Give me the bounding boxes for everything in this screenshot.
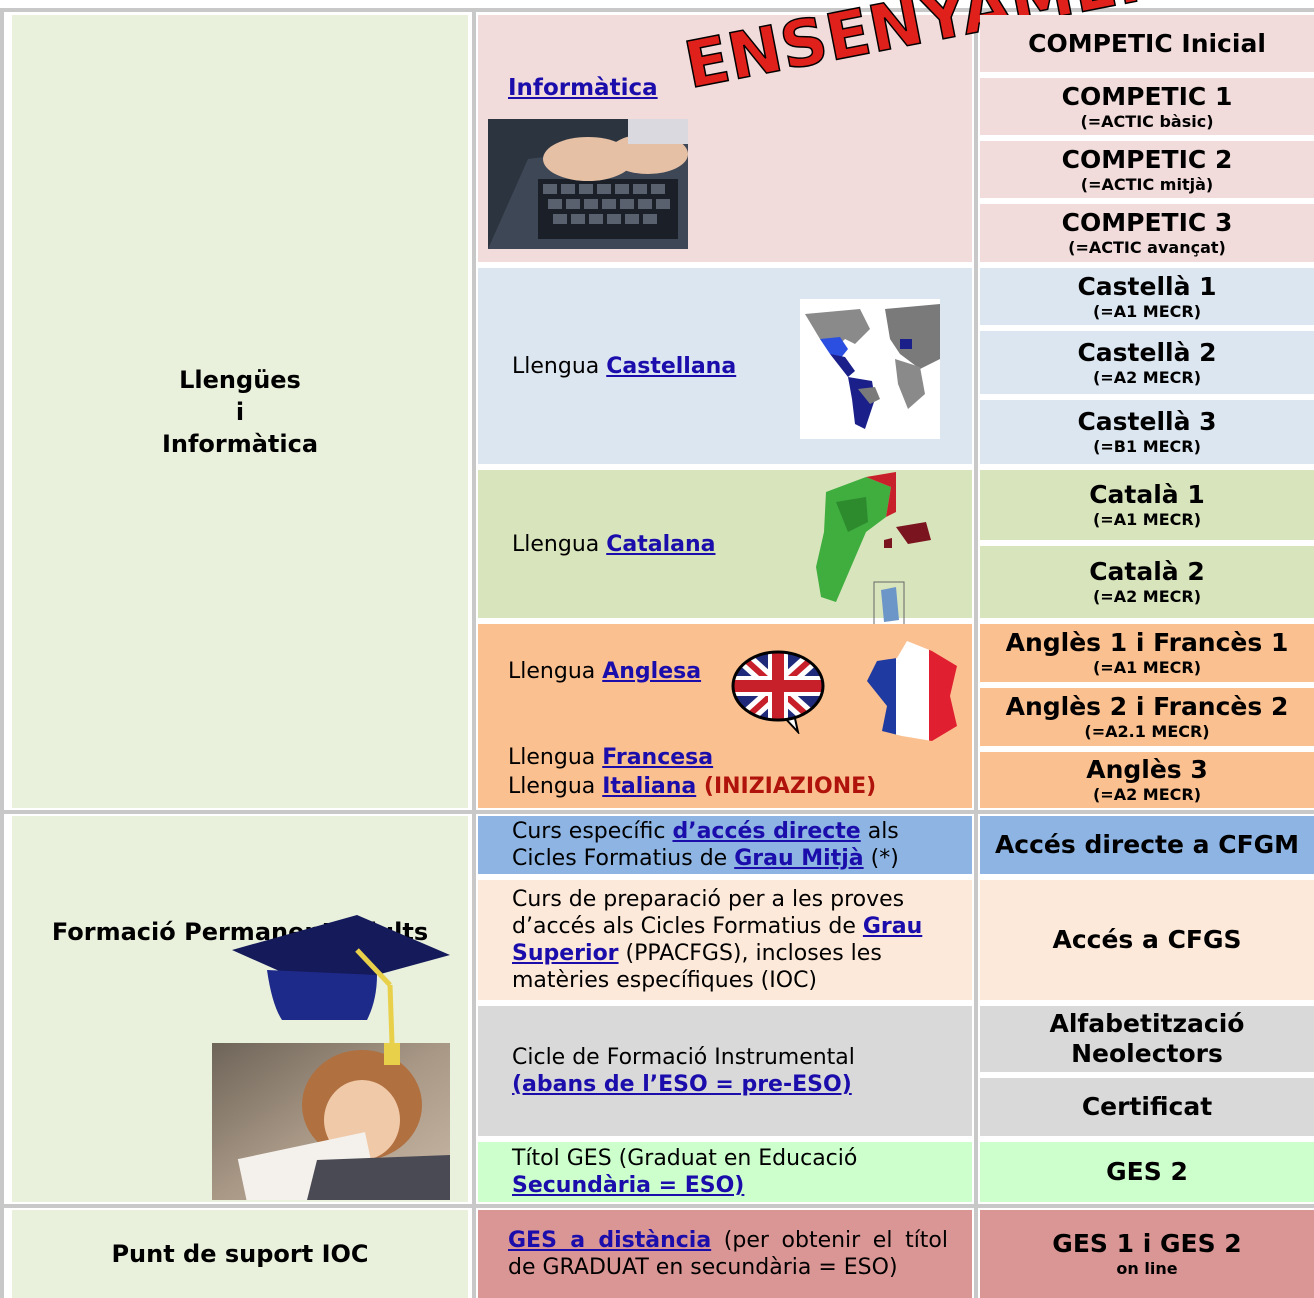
row-cfgm: Curs específic d’accés directe als Cicle… xyxy=(478,816,972,874)
ges-distancia-link[interactable]: GES a distància xyxy=(508,1228,712,1253)
section-divider xyxy=(0,1204,1314,1208)
grau-superior-link[interactable]: Grau Superior xyxy=(512,914,923,966)
level-certificat: Certificat xyxy=(980,1078,1314,1136)
level-acces-cfgm: Accés directe a CFGM xyxy=(980,816,1314,874)
level-angles-frances-2: Anglès 2 i Francès 2 (=A2.1 MECR) xyxy=(980,688,1314,746)
level-castella-2: Castellà 2 (=A2 MECR) xyxy=(980,331,1314,394)
grau-mitja-link[interactable]: Grau Mitjà xyxy=(734,846,864,871)
table-left-border xyxy=(0,8,4,1298)
row-titol-ges: Títol GES (Graduat en Educació Secundàri… xyxy=(478,1142,972,1202)
level-competic-3: COMPETIC 3 (=ACTIC avançat) xyxy=(980,204,1314,262)
francesa-link[interactable]: Francesa xyxy=(602,745,714,770)
row-cfgs: Curs de preparació per a les proves d’ac… xyxy=(478,880,972,1000)
italiana-link[interactable]: Italiana xyxy=(602,774,697,799)
level-competic-2: COMPETIC 2 (=ACTIC mitjà) xyxy=(980,141,1314,198)
row-llengues-estrangeres: Llengua Anglesa Llengua Francesa Llengua… xyxy=(478,624,972,808)
informatica-link[interactable]: Informàtica xyxy=(508,75,658,101)
level-angles-frances-1: Anglès 1 i Francès 1 (=A1 MECR) xyxy=(980,624,1314,682)
level-alfabetitzacio-neolectors: Alfabetització Neolectors xyxy=(980,1006,1314,1072)
group-label: Punt de suport IOC xyxy=(111,1240,369,1268)
acces-directe-link[interactable]: d’accés directe xyxy=(672,819,861,844)
column-divider-right xyxy=(974,12,978,1298)
level-competic-1: COMPETIC 1 (=ACTIC bàsic) xyxy=(980,78,1314,135)
catalan-countries-map xyxy=(816,472,931,628)
spanish-world-map xyxy=(800,299,940,439)
row-formacio-instrumental: Cicle de Formació Instrumental (abans de… xyxy=(478,1006,972,1136)
level-catala-2: Català 2 (=A2 MECR) xyxy=(980,546,1314,618)
castellana-link[interactable]: Castellana xyxy=(606,353,737,379)
group-punt-suport-ioc: Punt de suport IOC xyxy=(12,1210,468,1298)
uk-flag-speech-bubble-icon xyxy=(731,650,825,734)
secundaria-eso-link[interactable]: Secundària = ESO) xyxy=(512,1173,745,1198)
level-catala-1: Català 1 (=A1 MECR) xyxy=(980,470,1314,540)
level-acces-cfgs: Accés a CFGS xyxy=(980,880,1314,1000)
level-castella-3: Castellà 3 (=B1 MECR) xyxy=(980,400,1314,464)
level-castella-1: Castellà 1 (=A1 MECR) xyxy=(980,268,1314,325)
table-top-border xyxy=(0,8,1314,12)
keyboard-photo xyxy=(488,119,688,249)
section-divider xyxy=(0,810,1314,814)
graduation-student-image xyxy=(212,915,450,1200)
level-angles-3: Anglès 3 (=A2 MECR) xyxy=(980,752,1314,808)
level-ges-2: GES 2 xyxy=(980,1142,1314,1202)
level-competic-inicial: COMPETIC Inicial xyxy=(980,15,1314,72)
group-label: Llengües i Informàtica xyxy=(161,365,319,458)
row-ges-distancia: GES a distància (per obtenir el títol de… xyxy=(478,1210,972,1298)
group-llengues-informatica: Llengües i Informàtica xyxy=(12,15,468,808)
france-flag-map-icon xyxy=(867,641,957,741)
row-catalana: Llengua Catalana xyxy=(478,470,972,628)
column-divider-left xyxy=(472,12,476,1298)
pre-eso-link[interactable]: (abans de l’ESO = pre-ESO) xyxy=(512,1072,852,1097)
row-informatica: Informàtica xyxy=(478,15,972,262)
row-castellana: Llengua Castellana xyxy=(478,268,972,464)
anglesa-link[interactable]: Anglesa xyxy=(602,659,702,684)
level-ges-online: GES 1 i GES 2 on line xyxy=(980,1210,1314,1298)
catalana-link[interactable]: Catalana xyxy=(606,531,716,557)
